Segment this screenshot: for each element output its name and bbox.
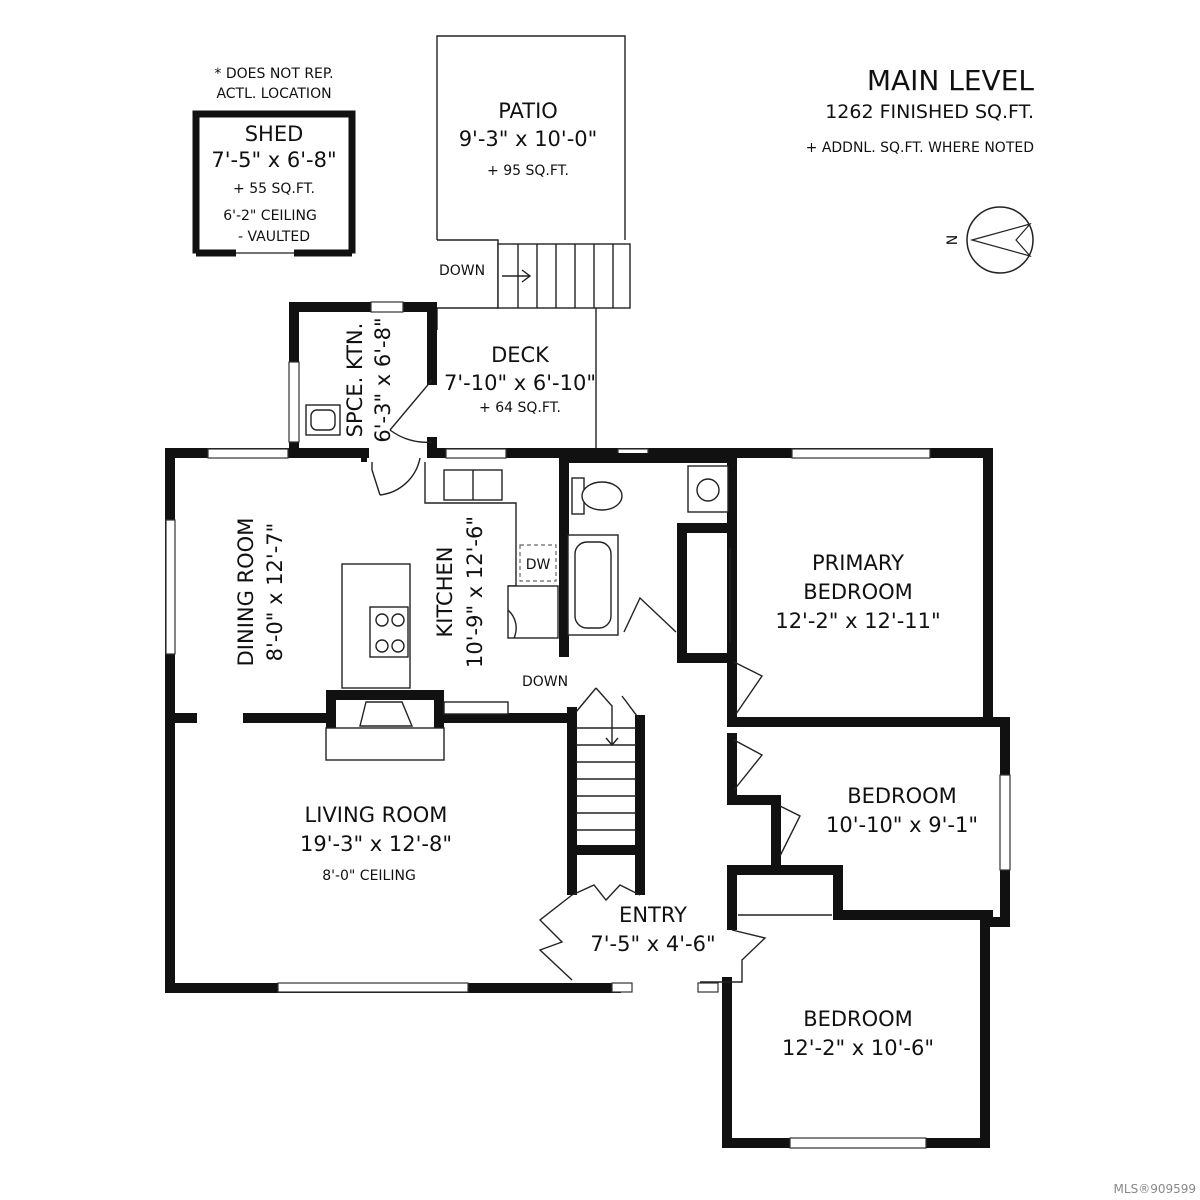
entry-name: ENTRY xyxy=(619,903,687,927)
patio-name: PATIO xyxy=(498,99,558,123)
entry-dims: 7'-5" x 4'-6" xyxy=(590,932,715,956)
space-kitchen-name: SPCE. KTN. xyxy=(343,323,367,438)
shed-note-line1: * DOES NOT REP. xyxy=(214,66,333,82)
interior-stairs xyxy=(575,687,641,831)
dining-room-name: DINING ROOM xyxy=(234,518,258,667)
dining-deck-door[interactable] xyxy=(371,457,421,496)
shed-extra: + 55 SQ.FT. xyxy=(233,181,315,197)
shed-name: SHED xyxy=(245,122,304,146)
shed-note-line2: ACTL. LOCATION xyxy=(216,86,331,102)
range-icon xyxy=(369,606,409,658)
toilet-icon xyxy=(571,477,623,515)
deck-dims: 7'-10" x 6'-10" xyxy=(444,371,596,395)
shed-dims: 7'-5" x 6'-8" xyxy=(211,148,336,172)
primary-bedroom-name-line1: PRIMARY xyxy=(812,551,904,575)
compass-icon xyxy=(966,206,1034,274)
primary-bedroom-dims: 12'-2" x 12'-11" xyxy=(775,609,940,633)
space-kitchen-dims: 6'-3" x 6'-8" xyxy=(371,317,395,442)
dishwasher-icon xyxy=(519,544,557,582)
bathroom-door[interactable] xyxy=(623,596,677,633)
bathtub-icon xyxy=(567,534,619,636)
patio-extra: + 95 SQ.FT. xyxy=(487,163,569,179)
shed-ceiling-vaulted: - VAULTED xyxy=(238,229,310,245)
deck-name: DECK xyxy=(491,343,550,367)
stairs-down-label: DOWN xyxy=(522,674,568,690)
shed-ceiling: 6'-2" CEILING xyxy=(223,208,317,224)
dishwasher-label: DW xyxy=(526,557,551,573)
bedroom-3-dims: 12'-2" x 10'-6" xyxy=(782,1036,934,1060)
compass-north-label: N xyxy=(945,235,961,245)
patio-dims: 9'-3" x 10'-0" xyxy=(459,127,598,151)
bedroom-2-name: BEDROOM xyxy=(847,784,957,808)
interior-walls xyxy=(173,453,993,930)
space-kitchen-sink-icon xyxy=(305,404,341,436)
deck-extra: + 64 SQ.FT. xyxy=(479,400,561,416)
bedroom-3-name: BEDROOM xyxy=(803,1007,913,1031)
additional-area-note: + ADDNL. SQ.FT. WHERE NOTED xyxy=(806,140,1034,156)
living-room-name: LIVING ROOM xyxy=(305,803,448,827)
patio-steps xyxy=(497,243,631,309)
shed-walls xyxy=(192,110,356,257)
dining-room-dims: 8'-0" x 12'-7" xyxy=(263,523,287,662)
doors[interactable] xyxy=(538,661,801,983)
primary-bedroom-name-line2: BEDROOM xyxy=(803,580,913,604)
bedroom-2-dims: 10'-10" x 9'-1" xyxy=(826,813,978,837)
living-room-dims: 19'-3" x 12'-8" xyxy=(300,832,452,856)
deck-down-label: DOWN xyxy=(439,263,485,279)
bathroom-sink-icon xyxy=(687,465,729,513)
finished-area: 1262 FINISHED SQ.FT. xyxy=(825,101,1034,123)
mls-number: MLS®909599 xyxy=(1114,1182,1196,1196)
kitchen-dims: 10'-9" x 12'-6" xyxy=(463,516,487,668)
living-room-ceiling: 8'-0" CEILING xyxy=(322,868,416,884)
level-title: MAIN LEVEL xyxy=(867,64,1035,97)
kitchen-name: KITCHEN xyxy=(433,547,457,638)
